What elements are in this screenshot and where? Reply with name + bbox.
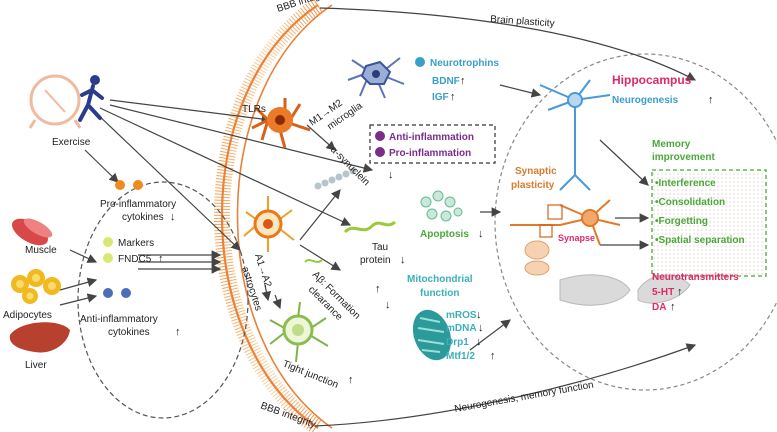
liver-label: Liver [25, 360, 47, 371]
synaptic-label: Synaptic [515, 166, 557, 177]
exercise-icon [28, 74, 104, 129]
svg-text:↓: ↓ [170, 211, 176, 223]
synaptic-neuron-icon [510, 199, 621, 246]
mitochondria-icon [412, 309, 452, 361]
apoptosis-label: Apoptosis [420, 229, 469, 240]
svg-text:↓: ↓ [400, 254, 406, 266]
pro-inflam-label: Pro-inflammatory [100, 199, 176, 210]
anti-inflammation-label: Anti-inflammation [389, 132, 474, 143]
neurotrophins-label: Neurotrophins [430, 58, 499, 69]
markers-dot [103, 237, 113, 247]
muscle-label: Muscle [25, 245, 57, 256]
anti-inflam-dot [121, 288, 131, 298]
pro-inflam-label-2: cytokines [122, 212, 164, 223]
pro-inflammation-label: Pro-inflammation [389, 148, 471, 159]
pro-inflammation-dot [375, 147, 385, 157]
bdnf-label: BDNF [432, 76, 460, 87]
svg-text:↑: ↑ [348, 374, 354, 386]
consolidation-label: •Consolidation [655, 197, 725, 208]
arrows [59, 7, 697, 427]
adipocytes-icon [11, 269, 61, 304]
mito-label-2: function [420, 288, 459, 299]
muscle-icon [11, 218, 53, 246]
neurotransmitter-synapse-icon [559, 274, 691, 306]
anti-inflammation-dot [375, 131, 385, 141]
svg-text:↓: ↓ [388, 169, 394, 181]
tlrs-label: TLRs [242, 104, 266, 115]
svg-text:↓: ↓ [385, 299, 391, 311]
svg-text:↓: ↓ [478, 322, 484, 334]
mito-label: Mitochondrial [407, 274, 473, 285]
tau-icon [343, 220, 396, 234]
spatial-separation-label: •Spatial separation [655, 235, 745, 246]
microglia-resting-icon [347, 57, 405, 99]
forgetting-label: •Forgetting [655, 216, 708, 227]
svg-text:↓: ↓ [476, 309, 482, 321]
memory-label: Memory [652, 139, 691, 150]
abeta-icon [304, 259, 323, 263]
liver-icon [9, 322, 71, 353]
synapse-vesicles-icon [524, 240, 550, 276]
microglia-activated-icon [251, 98, 311, 149]
svg-text:↑: ↑ [375, 283, 381, 295]
drp1-label: Drp1 [446, 337, 469, 348]
alpha-synuclein-icon [314, 167, 357, 190]
hippocampal-neuron-icon [539, 79, 611, 191]
fndc5-dot [103, 253, 113, 263]
neurotransmitters-label: Neurotransmitters [652, 272, 739, 283]
fndc5-label: FNDC5 [118, 254, 152, 265]
synaptic-label-2: plasticity [511, 180, 555, 191]
anti-inflam-label-2: cytokines [108, 327, 150, 338]
svg-text:↓: ↓ [478, 228, 484, 240]
memory-box [651, 169, 767, 277]
svg-text:↑: ↑ [670, 301, 676, 313]
astrocyte-a1-icon [243, 196, 295, 252]
svg-text:↑: ↑ [490, 350, 496, 362]
svg-text:↑: ↑ [175, 326, 181, 338]
hippocampus-label: Hippocampus [612, 73, 692, 87]
astrocyte-a2-icon [269, 301, 329, 363]
tau-label: Tau [372, 242, 388, 253]
hippocampus-region [494, 53, 777, 391]
bbb-bottom-label: BBB integrity [259, 400, 317, 430]
mdna-label: mDNA [446, 323, 477, 334]
adipocytes-label: Adipocytes [3, 310, 52, 321]
pro-inflam-dot [133, 180, 143, 190]
svg-text:↓: ↓ [476, 336, 482, 348]
svg-text:↑: ↑ [677, 286, 683, 298]
anti-inflam-dot [103, 288, 113, 298]
neurogenesis-label: Neurogenesis [612, 95, 679, 106]
igf-label: IGF [432, 92, 449, 103]
svg-text:↑: ↑ [708, 94, 714, 106]
da-label: DA [652, 302, 666, 313]
memory-label-2: improvement [652, 152, 715, 163]
brain-plasticity-label: Brain plasticity [490, 14, 555, 29]
svg-text:↑: ↑ [158, 253, 164, 265]
anti-inflam-label: Anti-inflammatory [80, 314, 158, 325]
interference-label: •Interference [655, 178, 716, 189]
svg-text:↑: ↑ [450, 91, 456, 103]
inflammation-box [369, 124, 496, 164]
5ht-label: 5-HT [652, 287, 674, 298]
tau-label-2: protein [360, 255, 391, 266]
synapse-label: Synapse [558, 233, 595, 243]
neurogenesis-memory-label: Neurogenesis, memory function [454, 380, 595, 415]
svg-text:↑: ↑ [460, 75, 466, 87]
pro-inflam-dot [115, 180, 125, 190]
apoptosis-icon [420, 190, 463, 222]
trend-glyphs: ↓ ↑ ↑ ↑ ↑ ↑ ↓ ↓ ↓ ↓ ↑ ↑ ↑ ↓ ↓ ↑ ↓ ↑ [158, 75, 714, 386]
exercise-label: Exercise [52, 137, 91, 148]
synapse-box [547, 204, 563, 220]
mros-label: mROS [446, 310, 477, 321]
synapse-box [539, 224, 553, 238]
neurotrophins-dot [415, 57, 425, 67]
mtf12-label: Mtf1/2 [446, 351, 475, 362]
markers-label: Markers [118, 238, 154, 249]
